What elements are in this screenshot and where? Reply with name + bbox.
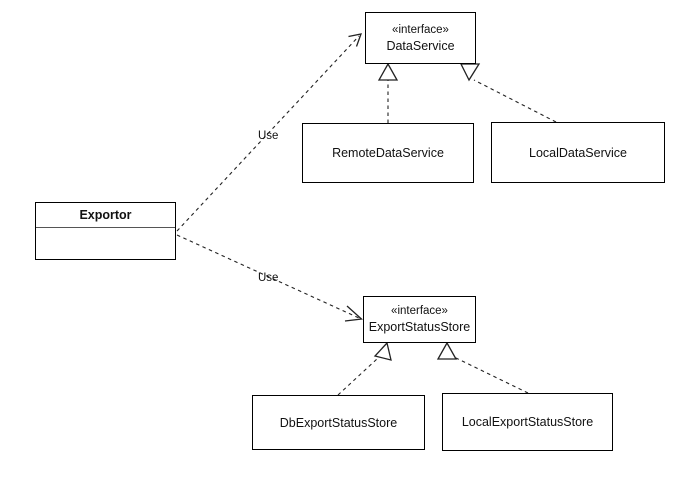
class-node-header: Exportor: [36, 203, 175, 228]
hollow-triangle-arrowhead-icon: [377, 62, 399, 81]
class-node-name: DbExportStatusStore: [279, 415, 398, 430]
edge-local-implements-data-service: [459, 63, 557, 123]
open-arrowhead-icon: [344, 305, 364, 322]
class-node-body: LocalDataService: [492, 123, 664, 182]
class-node-name: Exportor: [79, 208, 132, 222]
dependency-line: [176, 35, 360, 232]
realization-line: [337, 357, 379, 396]
interface-node-body: «interface» ExportStatusStore: [364, 297, 475, 342]
class-node-local-export-status-store[interactable]: LocalExportStatusStore: [442, 393, 613, 451]
class-node-body: LocalExportStatusStore: [443, 394, 612, 450]
edge-label-use-export-status-store: Use: [258, 272, 279, 284]
realization-line: [455, 357, 529, 394]
edge-exportor-uses-export-status-store: [176, 234, 364, 322]
edge-remote-implements-data-service: [377, 62, 399, 123]
dependency-line: [176, 234, 360, 319]
hollow-triangle-arrowhead-icon: [373, 341, 392, 361]
class-node-db-export-status-store[interactable]: DbExportStatusStore: [252, 395, 425, 450]
realization-line: [473, 79, 557, 123]
class-node-name: RemoteDataService: [332, 146, 444, 160]
interface-node-name: DataService: [386, 38, 455, 53]
interface-stereotype-label: «interface»: [392, 23, 449, 36]
class-node-name: LocalDataService: [529, 145, 627, 160]
edge-db-implements-export-status-store: [337, 341, 392, 396]
interface-node-export-status-store[interactable]: «interface» ExportStatusStore: [363, 296, 476, 343]
interface-stereotype-label: «interface»: [391, 305, 448, 317]
class-node-local-data-service[interactable]: LocalDataService: [491, 122, 665, 183]
class-node-exportor[interactable]: Exportor: [35, 202, 176, 260]
class-node-body: DbExportStatusStore: [253, 396, 424, 449]
hollow-triangle-arrowhead-icon: [436, 341, 458, 360]
edge-local-implements-export-status-store: [436, 341, 529, 394]
interface-node-body: «interface» DataService: [366, 13, 475, 63]
interface-node-data-service[interactable]: «interface» DataService: [365, 12, 476, 64]
open-arrowhead-icon: [348, 33, 363, 47]
interface-node-name: ExportStatusStore: [368, 320, 471, 334]
class-node-name: LocalExportStatusStore: [461, 415, 594, 429]
class-node-body: RemoteDataService: [303, 124, 473, 182]
hollow-triangle-arrowhead-icon: [459, 63, 481, 82]
edge-label-use-data-service: Use: [258, 130, 279, 142]
class-node-attributes-compartment: [36, 228, 175, 259]
edge-exportor-uses-data-service: [176, 33, 363, 232]
class-node-remote-data-service[interactable]: RemoteDataService: [302, 123, 474, 183]
